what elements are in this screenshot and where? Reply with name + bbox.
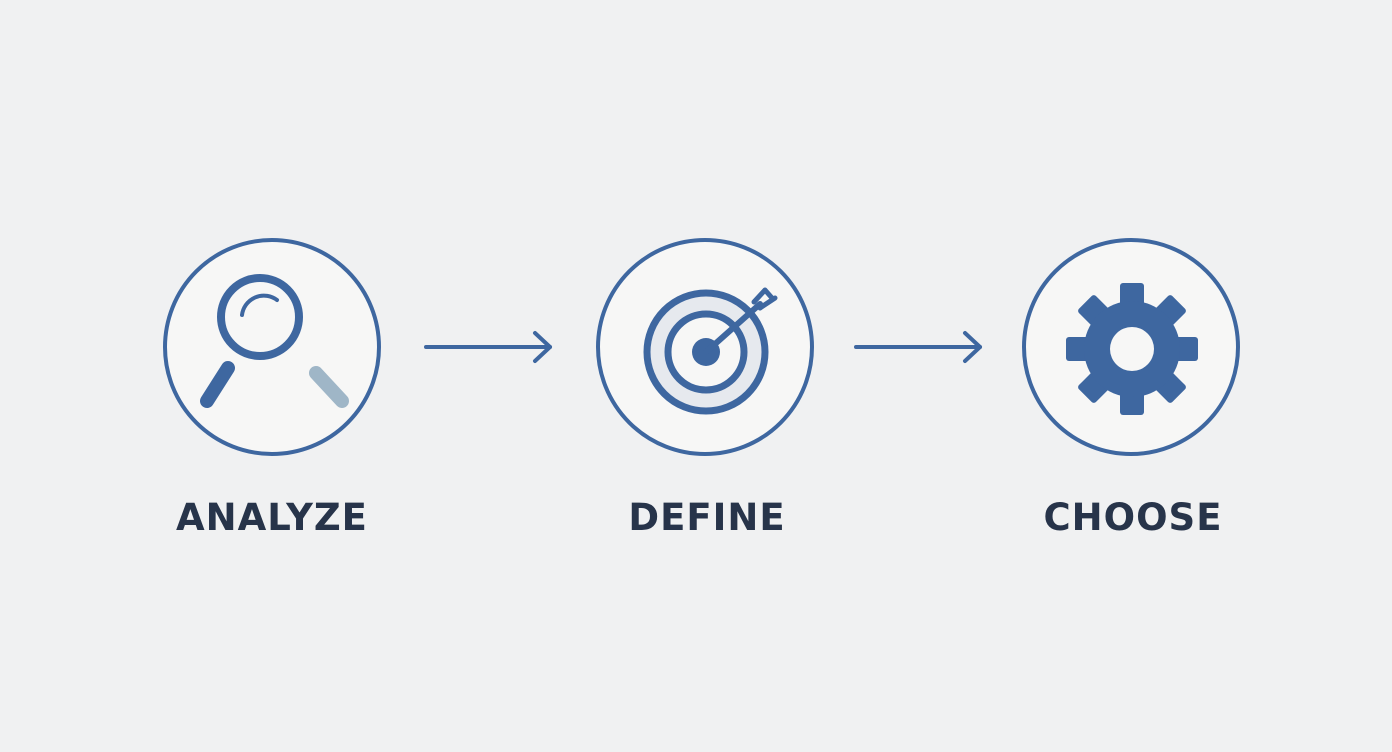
arrow-right-icon [424, 331, 552, 363]
step-label-analyze: ANALYZE [176, 496, 368, 539]
step-define-circle [596, 238, 814, 456]
arrow-right-icon [854, 331, 982, 363]
gear-icon [1066, 283, 1198, 415]
step-label-define: DEFINE [628, 496, 786, 539]
magnifying-glass-icon [200, 274, 349, 408]
step-analyze-circle [163, 238, 381, 456]
step-label-choose: CHOOSE [1043, 496, 1223, 539]
step-choose-circle [1022, 238, 1240, 456]
target-icon [643, 287, 778, 415]
